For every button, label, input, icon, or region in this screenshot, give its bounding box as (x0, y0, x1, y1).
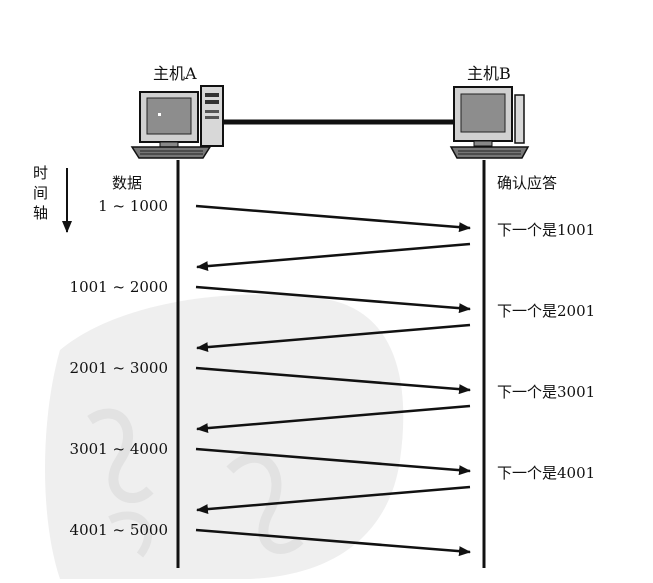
ack-arrow (196, 242, 471, 272)
time-axis-char-1: 时 (33, 164, 48, 182)
time-axis: 时 间 轴 (33, 164, 72, 233)
data-segment-arrow (195, 366, 471, 395)
data-segment-arrow (195, 447, 471, 476)
ack-arrow (196, 404, 471, 434)
host-a-label: 主机A (153, 64, 197, 83)
data-segment-arrow (195, 285, 471, 314)
watermark (45, 294, 404, 579)
data-range-label: 4001 ~ 5000 (70, 521, 168, 539)
ack-label: 下一个是1001 (497, 221, 595, 239)
ack-label: 下一个是2001 (497, 302, 595, 320)
data-range-label: 1 ~ 1000 (98, 197, 168, 215)
data-segment-arrow (195, 204, 471, 233)
data-segment-arrow (195, 528, 471, 557)
time-axis-char-3: 轴 (33, 204, 48, 222)
data-range-label: 3001 ~ 4000 (70, 440, 168, 458)
host-b-computer-icon (449, 86, 530, 159)
ack-arrow (196, 485, 471, 515)
ack-arrow (196, 323, 471, 353)
ack-label: 下一个是3001 (497, 383, 595, 401)
data-range-label: 2001 ~ 3000 (70, 359, 168, 377)
ack-label: 下一个是4001 (497, 464, 595, 482)
host-b-label: 主机B (467, 64, 511, 83)
host-a-computer-icon (130, 85, 224, 159)
data-column-header: 数据 (112, 174, 142, 192)
time-axis-char-2: 间 (33, 184, 48, 202)
data-range-label: 1001 ~ 2000 (70, 278, 168, 296)
segment-group: 1 ~ 1000 下一个是1001 1001 ~ 2000 下一个是2001 2001 … (70, 197, 595, 557)
ack-column-header: 确认应答 (497, 174, 557, 192)
